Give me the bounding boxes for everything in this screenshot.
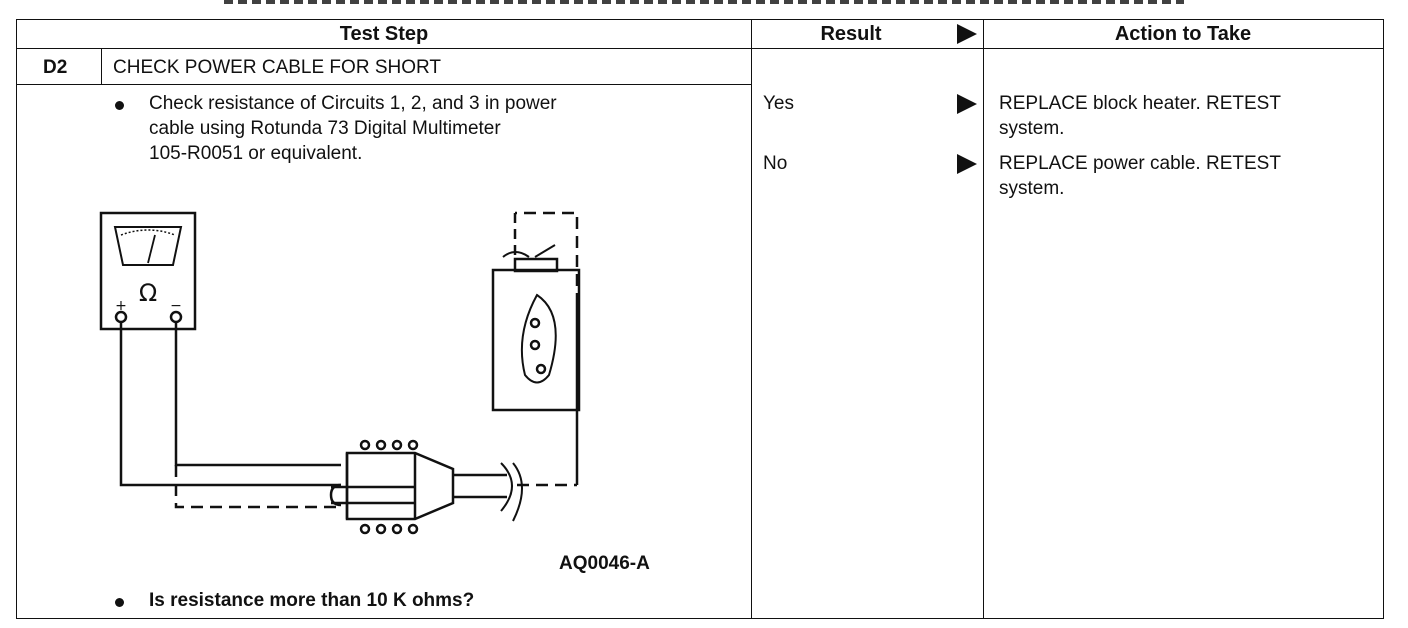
instruction-line-3: 105-R0051 or equivalent. [149,143,363,164]
step-id-divider [101,48,102,84]
arrow-yes-icon [957,94,977,114]
result-no: No [763,153,788,174]
instruction-line-2: cable using Rotunda 73 Digital Multimete… [149,118,501,139]
arrow-no-icon [957,154,977,174]
ohm-symbol: Ω [139,279,157,307]
minus-terminal-label: − [170,298,182,314]
bullet-icon [115,598,124,607]
question-text: Is resistance more than 10 K ohms? [149,590,475,611]
action-yes-line-1: REPLACE block heater. RETEST [999,93,1281,114]
diagnostic-table: Test Step Result Action to Take D2 CHECK… [16,19,1384,619]
multimeter-wiring-diagram: Ω + − [99,211,581,535]
plus-terminal-label: + [115,298,127,314]
meter-dial [113,226,183,266]
bullet-icon [115,101,124,110]
instruction-line-1: Check resistance of Circuits 1, 2, and 3… [149,93,557,114]
header-action: Action to Take [1114,23,1252,45]
step-title: CHECK POWER CABLE FOR SHORT [113,57,441,78]
header-result: Result [820,23,882,45]
header-rule [17,48,1383,49]
step-id: D2 [43,57,68,78]
action-no-line-2: system. [999,178,1065,199]
figure-code: AQ0046-A [559,553,650,574]
header-test-step: Test Step [339,23,429,45]
header-arrow-icon [957,24,977,44]
action-no-line-1: REPLACE power cable. RETEST [999,153,1281,174]
multimeter-body [99,211,197,331]
divider-step-result [751,20,752,618]
cropped-header-text [0,0,1408,5]
step-title-rule [17,84,751,85]
action-yes-line-2: system. [999,118,1065,139]
result-yes: Yes [763,93,794,114]
divider-result-action [983,20,984,618]
